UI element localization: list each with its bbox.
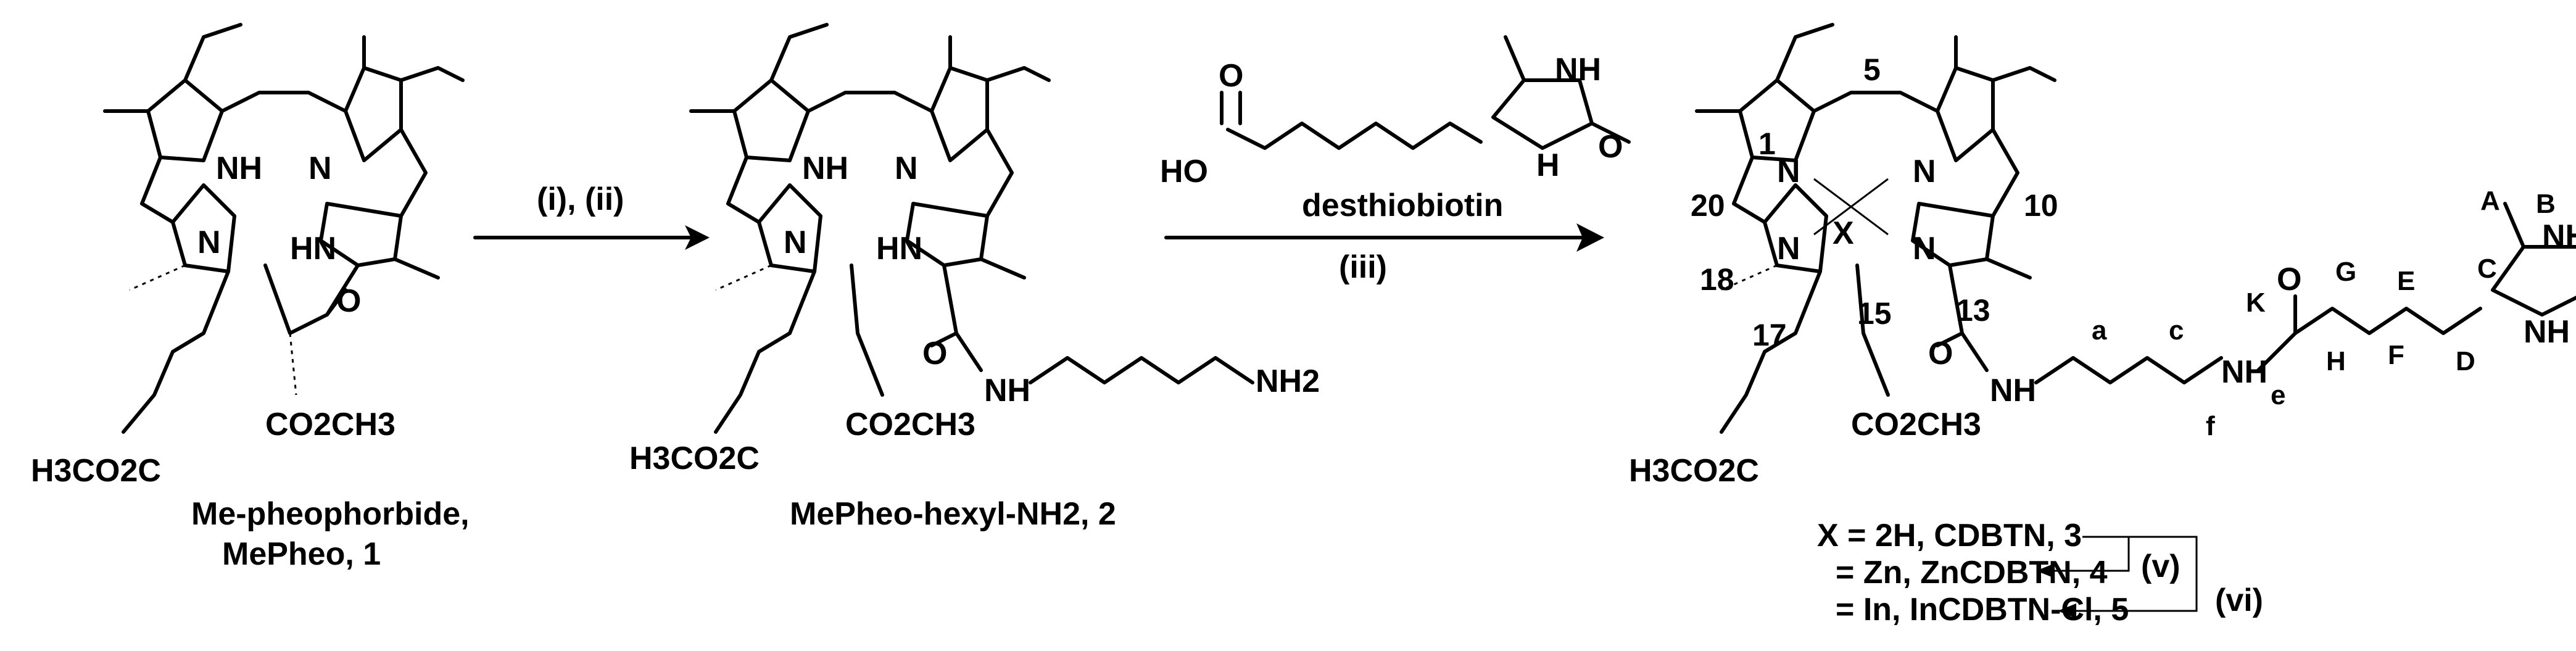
- compound-1-ester-right: CO2CH3: [265, 407, 396, 442]
- product-5: = In, InCDBTN-Cl, 5: [1836, 592, 2129, 628]
- compound-2-nh: NH: [802, 151, 848, 186]
- compound-1-name-line1: Me-pheophorbide,: [191, 496, 470, 532]
- compound-2-amide-o: O: [922, 336, 947, 371]
- compound-2-ester-left: H3CO2C: [629, 441, 760, 476]
- compound-1-hn: HN: [290, 231, 336, 267]
- compound-1-n-bottom: N: [197, 225, 221, 260]
- pos-1: 1: [1758, 126, 1776, 161]
- compound-3-amide-nh: NH: [1990, 373, 2036, 408]
- pos-10: 10: [2024, 188, 2058, 223]
- label-f: f: [2206, 411, 2215, 441]
- compound-3-ester-right: CO2CH3: [1851, 407, 1981, 442]
- compound-2-name: MePheo-hexyl-NH2, 2: [790, 496, 1116, 532]
- compound-3-n3: N: [1777, 231, 1800, 267]
- step-vi: (vi): [2215, 583, 2263, 618]
- compound-2-ester-right: CO2CH3: [845, 407, 975, 442]
- compound-3-n1: N: [1777, 154, 1800, 189]
- label-e: e: [2271, 380, 2285, 410]
- label-A: A: [2480, 186, 2500, 216]
- compound-3-amide-o: O: [1928, 336, 1953, 371]
- pos-5: 5: [1863, 52, 1881, 87]
- compound-1-structure: NH N N HN O H3CO2C CO2CH3 Me-pheophorbid…: [31, 23, 470, 572]
- compound-2-amine: NH2: [1256, 363, 1320, 399]
- arrow-2-label: (iii): [1339, 249, 1387, 285]
- compound-2-n-top: N: [895, 151, 918, 186]
- pos-13: 13: [1956, 293, 1990, 328]
- pos-17: 17: [1752, 318, 1787, 352]
- compound-2-structure: NH N N HN O NH NH2 H3CO2C CO2CH3 MePheo-…: [629, 23, 1320, 532]
- label-c: c: [2169, 315, 2184, 346]
- desthiobiotin-o: O: [1219, 58, 1243, 94]
- label-G: G: [2335, 257, 2356, 287]
- desthiobiotin-nh-bottom: H: [1536, 147, 1560, 183]
- compound-3-nh-bottom: NH: [2524, 314, 2570, 350]
- compound-1-nh: NH: [216, 151, 262, 186]
- label-H: H: [2326, 346, 2346, 376]
- desthiobiotin-name: desthiobiotin: [1302, 188, 1503, 223]
- compound-3-nh-top: NH: [2542, 218, 2576, 254]
- label-a: a: [2092, 315, 2107, 346]
- product-4: = Zn, ZnCDBTN, 4: [1836, 555, 2108, 591]
- desthiobiotin-o2: O: [1598, 129, 1623, 165]
- label-K: K: [2246, 288, 2266, 318]
- compound-2-hn: HN: [876, 231, 922, 267]
- pos-20: 20: [1691, 188, 1725, 223]
- arrow-1: (i), (ii): [473, 181, 710, 250]
- compound-3-h-amide: NH: [2221, 354, 2267, 390]
- compound-1-n-top: N: [309, 151, 332, 186]
- arrow-2: (iii): [1164, 223, 1604, 285]
- pos-18: 18: [1700, 262, 1734, 297]
- compound-3-structure: X N N N N O NH NH O NH NH O H3CO2C CO2CH…: [1629, 23, 2576, 489]
- product-list: X = 2H, CDBTN, 3 = Zn, ZnCDBTN, 4 = In, …: [1817, 518, 2263, 628]
- desthiobiotin-nh-top: NH: [1555, 52, 1601, 88]
- pos-15: 15: [1857, 296, 1892, 331]
- label-B: B: [2536, 189, 2556, 219]
- label-F: F: [2388, 340, 2404, 370]
- label-D: D: [2456, 346, 2475, 376]
- arrow-1-label: (i), (ii): [537, 181, 624, 217]
- compound-2-amide-nh: NH: [984, 373, 1030, 408]
- label-E: E: [2397, 266, 2415, 296]
- product-3: X = 2H, CDBTN, 3: [1817, 518, 2082, 554]
- compound-1-oxo: O: [336, 283, 361, 319]
- compound-3-x: X: [1833, 215, 1854, 251]
- step-v: (v): [2141, 549, 2180, 584]
- compound-3-ester-left: H3CO2C: [1629, 453, 1759, 489]
- compound-1-name-line2: MePheo, 1: [222, 536, 381, 572]
- desthiobiotin-ho: HO: [1160, 154, 1208, 189]
- compound-3-amide-o2: O: [2277, 262, 2301, 297]
- compound-3-n2: N: [1913, 154, 1936, 189]
- compound-2-n-bottom: N: [784, 225, 807, 260]
- desthiobiotin-reagent: HO O NH H O desthiobiotin: [1160, 35, 1631, 223]
- compound-1-ester-left: H3CO2C: [31, 453, 161, 489]
- compound-3-n4: N: [1913, 231, 1936, 267]
- label-C: C: [2477, 254, 2497, 284]
